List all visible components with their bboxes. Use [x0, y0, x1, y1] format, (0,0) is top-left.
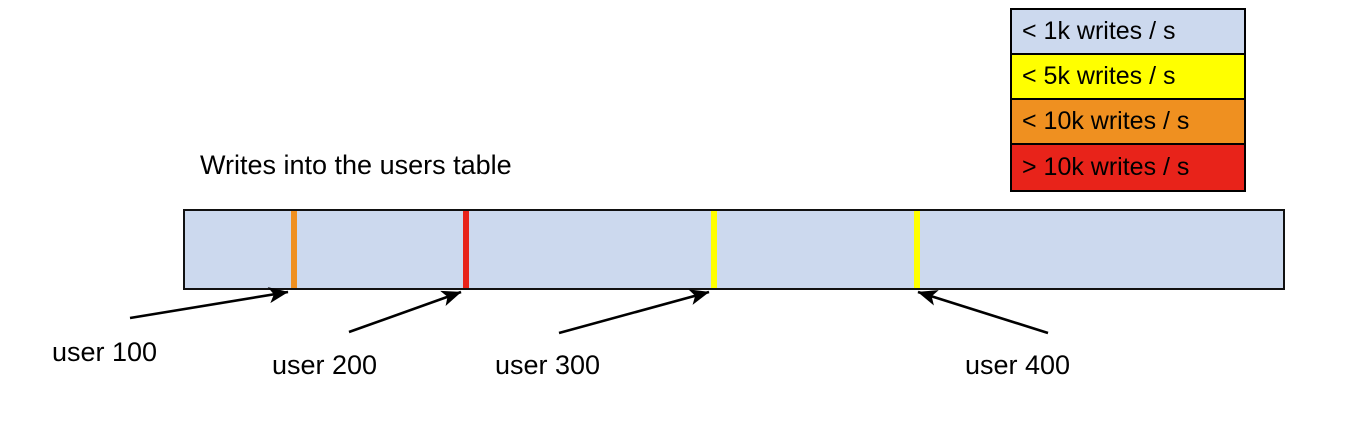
- arrow-user-300: [558, 289, 710, 335]
- users-table-bar: [183, 209, 1285, 290]
- arrow-user-200: [348, 290, 462, 334]
- legend-label: > 10k writes / s: [1022, 153, 1190, 181]
- stripe-user-100: [291, 211, 297, 288]
- stripe-user-300: [711, 211, 717, 288]
- callout-label-user-300: user 300: [495, 350, 601, 380]
- callout-label-user-100: user 100: [52, 337, 158, 367]
- arrow-user-100: [129, 287, 289, 320]
- legend-label: < 1k writes / s: [1022, 17, 1176, 45]
- chart-title: Writes into the users table: [200, 150, 512, 180]
- legend-row-over-10k: > 10k writes / s: [1012, 145, 1244, 190]
- stripe-user-200: [463, 211, 469, 288]
- callout-label-user-200: user 200: [272, 350, 378, 380]
- arrow-user-400: [917, 290, 1049, 335]
- legend-row-under-10k: < 10k writes / s: [1012, 100, 1244, 145]
- stripe-user-400: [914, 211, 920, 288]
- callout-label-user-400: user 400: [965, 350, 1071, 380]
- legend-label: < 10k writes / s: [1022, 107, 1190, 135]
- legend-row-under-5k: < 5k writes / s: [1012, 55, 1244, 100]
- legend: < 1k writes / s < 5k writes / s < 10k wr…: [1010, 8, 1246, 192]
- legend-row-under-1k: < 1k writes / s: [1012, 10, 1244, 55]
- legend-label: < 5k writes / s: [1022, 62, 1176, 90]
